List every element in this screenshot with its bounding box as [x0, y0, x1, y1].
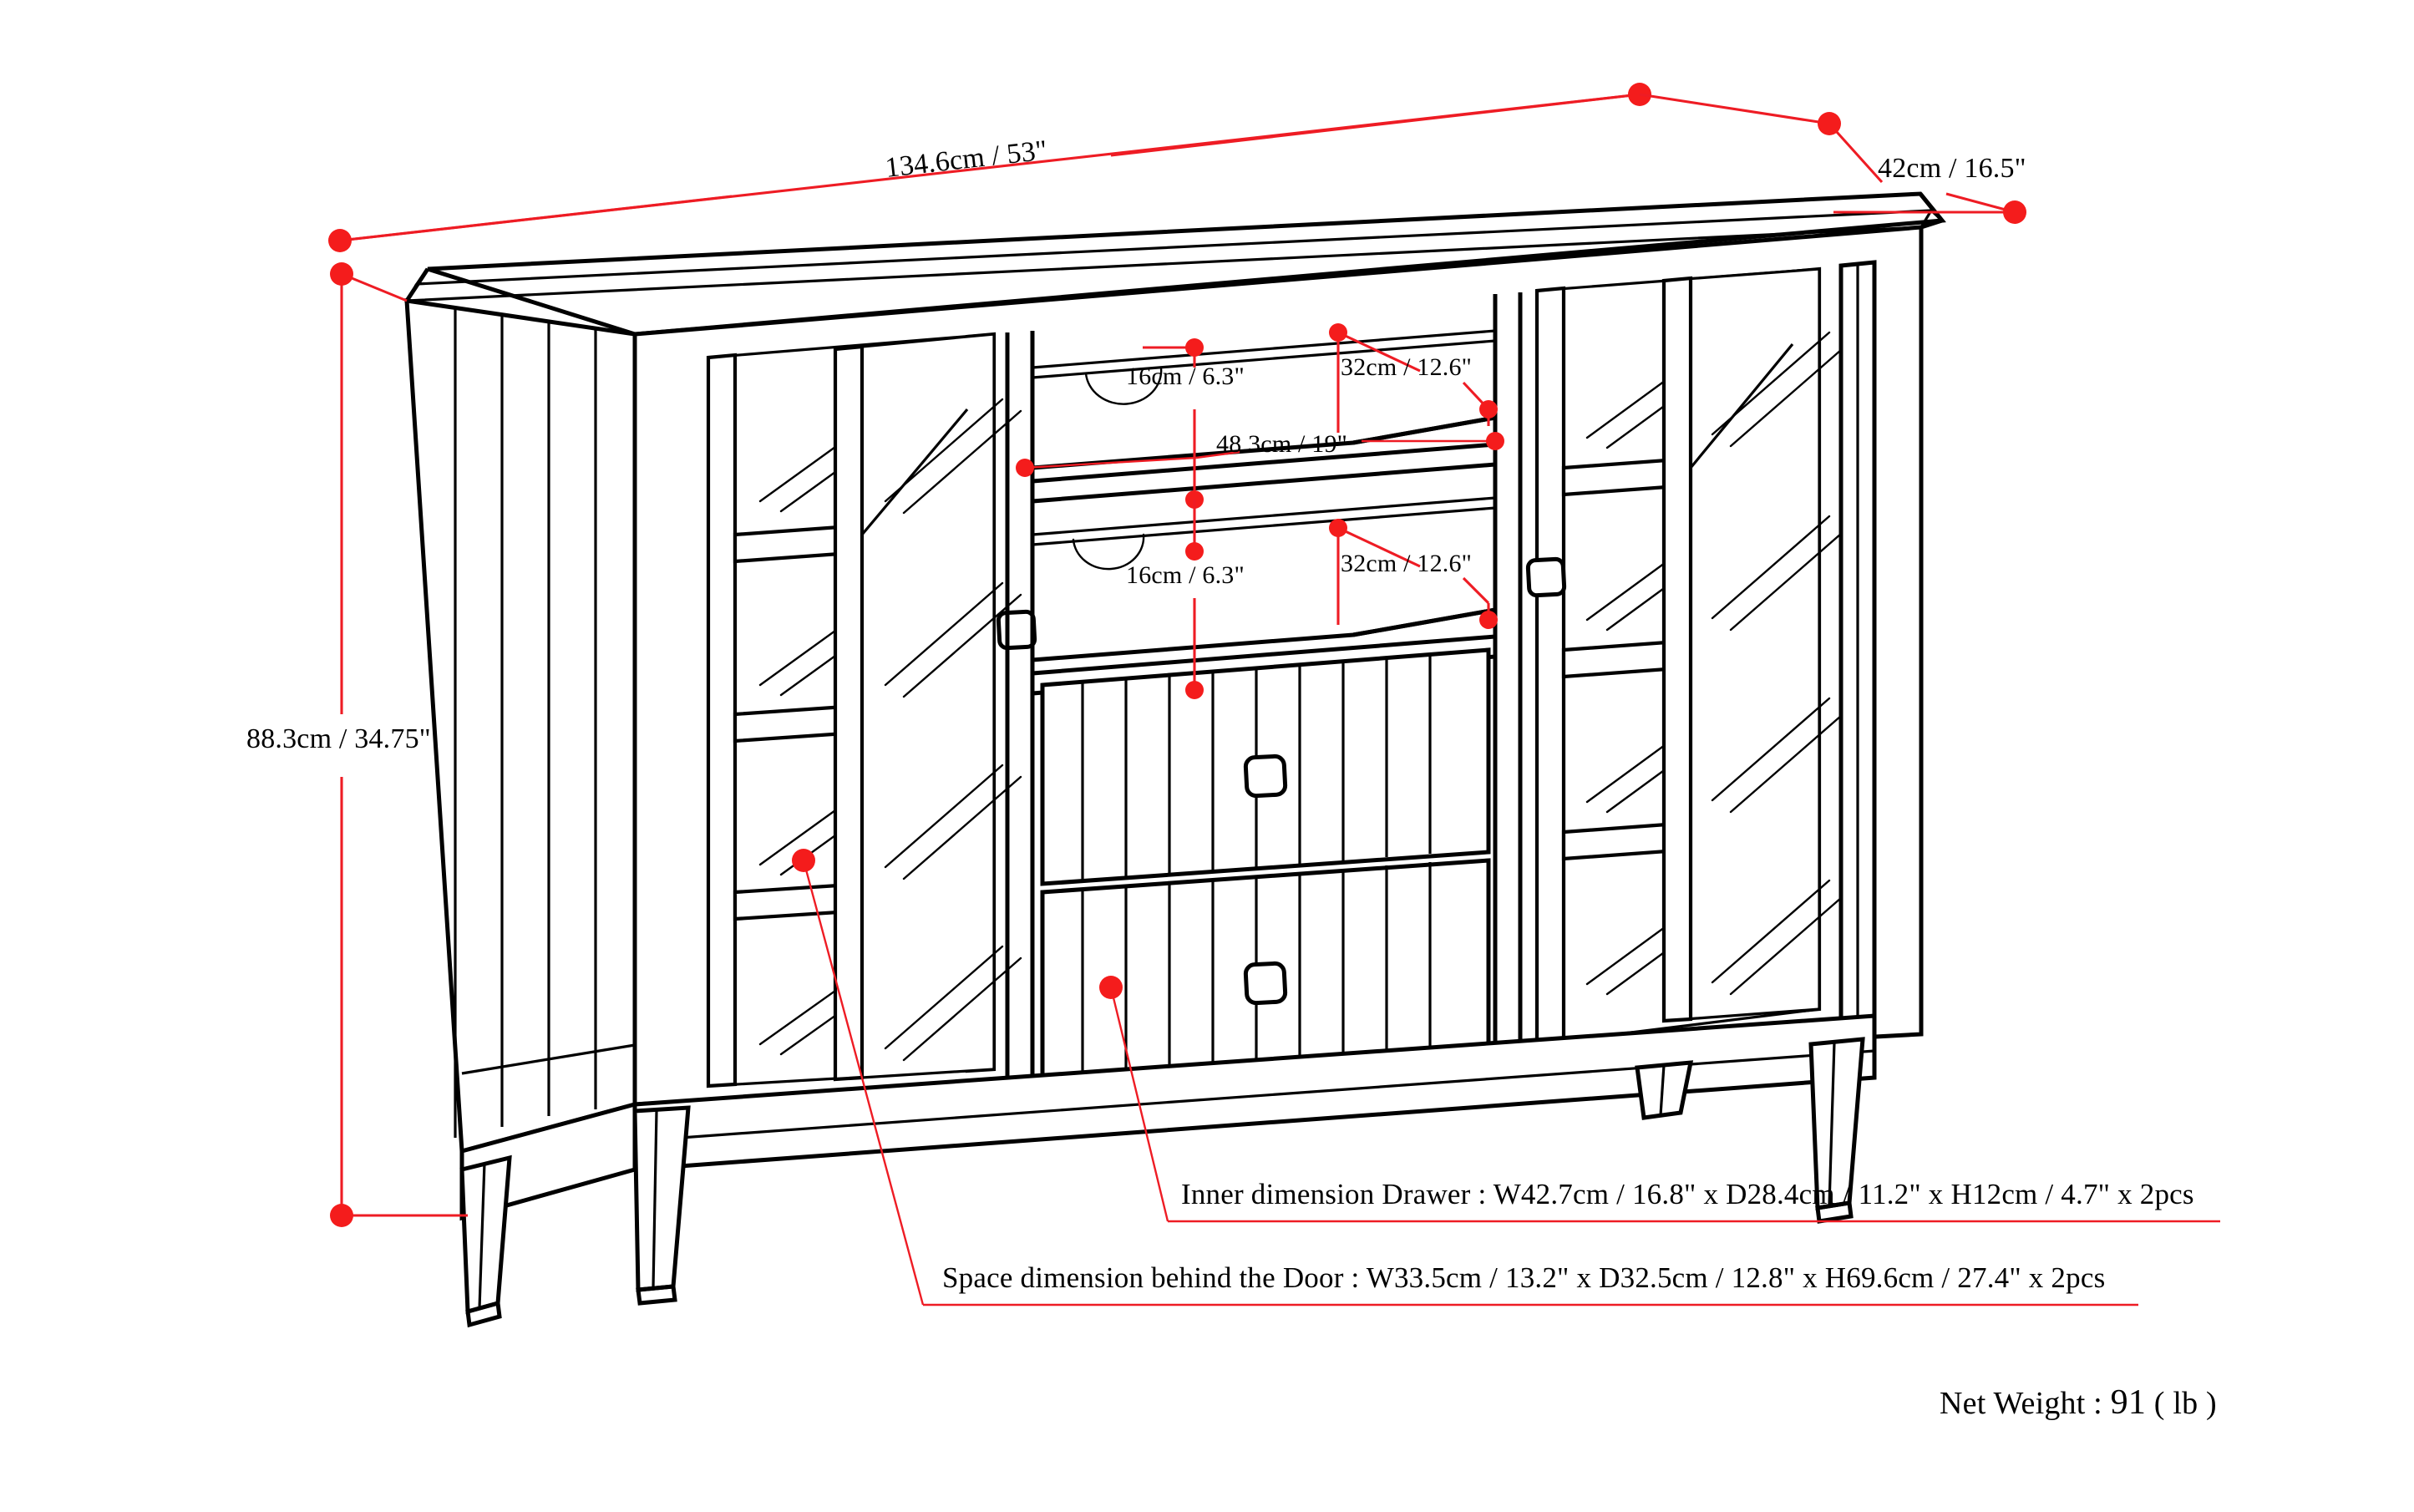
upper-drawer-knob[interactable]: [1243, 753, 1288, 799]
left-glass-door-second-leaf[interactable]: [833, 332, 1022, 1082]
shelf-width-dimension: [1016, 432, 1504, 477]
right-side-edge: [1838, 260, 1877, 1023]
left-door-knob[interactable]: [996, 609, 1037, 651]
note-door-space-dimension: Space dimension behind the Door : W33.5c…: [942, 1261, 2106, 1294]
label-lower-compartment-height: 16cm / 6.3": [1126, 561, 1245, 589]
left-side-panel: [404, 298, 637, 1154]
upper-shelf: [1030, 415, 1498, 504]
net-weight-unit: [2146, 1386, 2154, 1421]
right-glass-door-second-leaf[interactable]: [1661, 267, 1849, 1023]
upper-height-dimension: [1143, 338, 1204, 509]
label-overall-depth: 42cm / 16.5": [1878, 153, 2026, 184]
right-door-knob[interactable]: [1525, 556, 1567, 598]
upper-depth-dimension: [1329, 323, 1498, 433]
height-dimension-leader: [330, 262, 468, 1227]
cabinet-drawing: [404, 191, 1946, 1328]
lower-depth-dimension: [1329, 519, 1498, 629]
note-drawer-inner-dimension: Inner dimension Drawer : W42.7cm / 16.8"…: [1181, 1178, 2194, 1210]
door-note-leader: [792, 849, 2138, 1307]
net-weight-prefix: Net Weight :: [1940, 1386, 2111, 1421]
leg-front-left: [632, 1105, 691, 1306]
center-open-shelves: [1005, 292, 1523, 1086]
net-weight-unit-text: ( lb ): [2153, 1386, 2217, 1421]
leg-rear-right: [1635, 1060, 1694, 1120]
depth-dimension-leader: [1639, 93, 2026, 224]
dimension-annotations: [328, 83, 2220, 1307]
lower-height-dimension: [1185, 500, 1204, 699]
label-upper-compartment-depth: 32cm / 12.6": [1341, 353, 1473, 381]
label-upper-compartment-height: 16cm / 6.3": [1126, 363, 1245, 390]
label-overall-height: 88.3cm / 34.75": [246, 723, 431, 754]
leg-front-right: [1808, 1037, 1865, 1224]
label-lower-compartment-depth: 32cm / 12.6": [1341, 550, 1473, 577]
lower-drawer-knob[interactable]: [1243, 961, 1288, 1006]
width-dimension-leader: [328, 83, 1651, 252]
net-weight: Net Weight : 91 ( lb ): [1940, 1383, 2217, 1423]
drawer-upper[interactable]: [1040, 647, 1491, 886]
net-weight-value: 91: [2110, 1383, 2147, 1422]
drawer-note-leader: [1099, 976, 2220, 1223]
cabinet-top: [404, 191, 1946, 359]
label-center-shelf-width: 48.3cm / 19": [1216, 430, 1348, 458]
leg-rear-left: [459, 1154, 512, 1328]
